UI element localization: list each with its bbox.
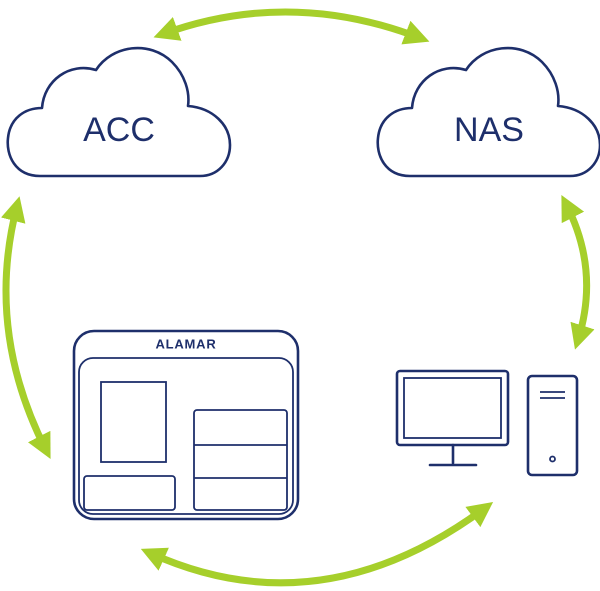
arrow-acc-nas [153, 8, 430, 45]
acc-cloud: ACC [6, 46, 232, 178]
cloud-icon [6, 46, 232, 178]
alamar-drive-stack [193, 409, 288, 511]
arrow-nas-workstation [561, 195, 595, 350]
nas-cloud: NAS [376, 46, 600, 178]
nas-label: NAS [454, 111, 524, 149]
arrow-alamar-acc [1, 196, 51, 459]
acc-label: ACC [83, 111, 155, 149]
monitor-icon [395, 369, 510, 467]
alamar-screen-panel [100, 381, 167, 463]
arrow-workstation-alamar [140, 502, 494, 587]
cloud-icon [376, 46, 600, 178]
alamar-label: ALAMAR [155, 336, 216, 351]
alamar-lower-panel [83, 475, 176, 511]
alamar-device-icon: ALAMAR [72, 329, 300, 521]
workstation [395, 369, 579, 477]
pc-tower-icon [526, 374, 579, 477]
